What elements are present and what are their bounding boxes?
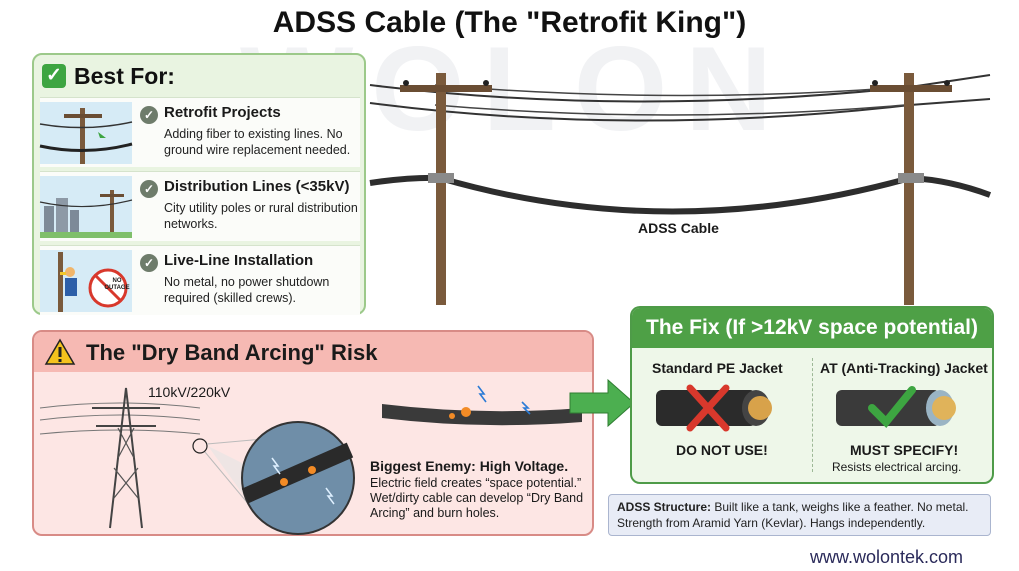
best-for-label: Retrofit Projects xyxy=(164,104,281,121)
lineman-icon xyxy=(40,250,132,312)
fix-header: The Fix (If >12kV space potential) xyxy=(632,308,992,348)
fix-divider xyxy=(812,358,813,472)
fix-title: The Fix (If >12kV space potential) xyxy=(646,316,979,339)
adss-cable-label: ADSS Cable xyxy=(638,220,719,236)
check-circle-icon: ✓ xyxy=(140,254,158,272)
burned-cable-illustration xyxy=(382,385,582,426)
transmission-tower-illustration xyxy=(39,387,355,535)
at-jacket-cable-icon xyxy=(836,386,956,428)
best-for-desc: City utility poles or rural distribution… xyxy=(164,201,358,231)
at-jacket-sub: Resists electrical arcing. xyxy=(832,460,962,474)
best-for-panel: ✓ Best For: ✓ Retrofit Projects Adding f… xyxy=(32,53,366,315)
biggest-enemy-desc: Electric field creates “space potential.… xyxy=(370,476,584,520)
standard-pe-cable-icon xyxy=(656,384,772,432)
no-outage-sign-text: NO xyxy=(112,278,122,284)
do-not-use-label: DO NOT USE! xyxy=(676,442,768,458)
best-for-desc: No metal, no power shutdown required (sk… xyxy=(164,275,330,305)
city-poles-icon xyxy=(39,176,133,238)
warning-icon xyxy=(44,338,76,365)
website-url: www.wolontek.com xyxy=(810,547,964,567)
dry-band-arcing-panel: The "Dry Band Arcing" Risk 110kV/220kV B… xyxy=(32,330,594,536)
best-for-item-distribution: ✓ Distribution Lines (<35kV) City utilit… xyxy=(39,171,360,241)
check-circle-icon: ✓ xyxy=(140,106,158,124)
power-line-illustration xyxy=(369,73,992,305)
best-for-label: Distribution Lines (<35kV) xyxy=(164,178,350,195)
arrow-right-icon xyxy=(569,378,635,428)
checkmark-icon: ✓ xyxy=(42,64,66,88)
structure-text: Built like a tank, weighs like a feather… xyxy=(617,500,969,530)
biggest-enemy-title: Biggest Enemy: High Voltage. xyxy=(370,458,569,474)
risk-header: The "Dry Band Arcing" Risk xyxy=(34,332,592,372)
best-for-title: Best For: xyxy=(74,62,175,89)
check-circle-icon: ✓ xyxy=(140,180,158,198)
at-jacket-title: AT (Anti-Tracking) Jacket xyxy=(820,360,988,376)
retrofit-pole-icon xyxy=(39,102,133,164)
best-for-header: ✓ Best For: xyxy=(42,61,175,91)
best-for-item-live-line: NO OUTAGE ✓ Live-Line Installation No me… xyxy=(40,245,360,315)
standard-jacket-title: Standard PE Jacket xyxy=(652,360,783,376)
best-for-label: Live-Line Installation xyxy=(164,252,314,269)
best-for-item-retrofit: ✓ Retrofit Projects Adding fiber to exis… xyxy=(39,97,360,167)
must-specify-label: MUST SPECIFY! xyxy=(850,442,959,458)
best-for-desc: Adding fiber to existing lines. No groun… xyxy=(164,127,351,157)
adss-structure-note: ADSS Structure: Built like a tank, weigh… xyxy=(608,494,991,536)
voltage-label: 110kV/220kV xyxy=(148,384,231,400)
fix-panel: The Fix (If >12kV space potential) Stand… xyxy=(630,306,994,484)
structure-label: ADSS Structure: xyxy=(617,500,712,514)
no-outage-sign-text: OUTAGE xyxy=(104,285,130,291)
page-title: ADSS Cable (The "Retrofit King") xyxy=(272,6,747,39)
risk-title: The "Dry Band Arcing" Risk xyxy=(86,340,378,365)
